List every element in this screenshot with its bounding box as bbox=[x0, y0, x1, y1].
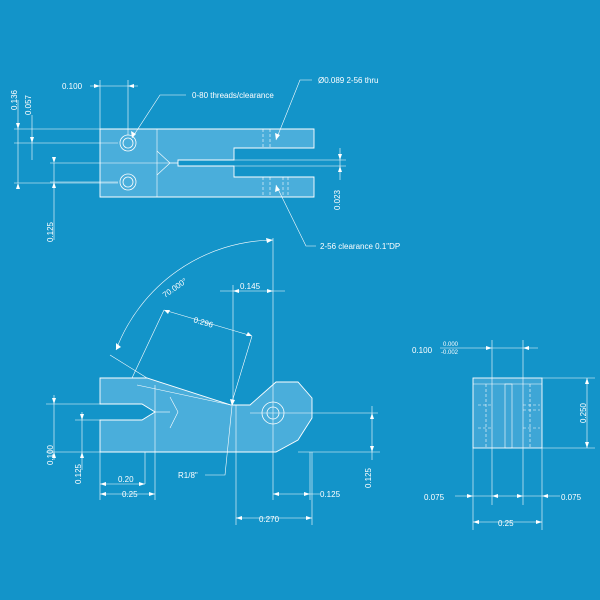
arrow bbox=[139, 482, 145, 486]
angle-arc bbox=[115, 239, 274, 351]
arrow bbox=[52, 182, 56, 188]
arrow bbox=[467, 494, 473, 498]
dimension-label: 0.100 bbox=[62, 82, 83, 91]
top-view-edge bbox=[156, 150, 171, 164]
dimension-label: 0.057 bbox=[24, 94, 33, 115]
top-view-part-outline bbox=[99, 128, 315, 198]
leader-line bbox=[131, 94, 186, 139]
front-view-edge bbox=[169, 396, 179, 413]
arrow bbox=[233, 289, 239, 293]
dimension-label: 0.296 bbox=[192, 315, 214, 330]
callout-threads: 0-80 threads/clearance bbox=[192, 91, 274, 100]
dimension-label: 0.125 bbox=[320, 490, 341, 499]
extension-line bbox=[131, 309, 165, 379]
leader-line bbox=[275, 184, 316, 247]
side-view: 0.100 0.000 -0.002 0.250 0.075 0.075 0.2… bbox=[412, 340, 595, 530]
dimension-label: 0.075 bbox=[424, 493, 445, 502]
arrow bbox=[52, 157, 56, 163]
arrow bbox=[542, 494, 548, 498]
dimension-label: 0.145 bbox=[240, 282, 261, 291]
dimension-label: 0.125 bbox=[46, 221, 55, 242]
front-view-part-outline bbox=[99, 377, 313, 453]
leader-line bbox=[205, 405, 233, 476]
arrow bbox=[304, 492, 310, 496]
dimension-label: 0.125 bbox=[364, 467, 373, 488]
arrow bbox=[16, 123, 20, 129]
arrow bbox=[536, 520, 542, 524]
arrow bbox=[370, 446, 374, 452]
dimension-label: 0.136 bbox=[10, 89, 19, 110]
dimension-label: 0.250 bbox=[579, 402, 588, 423]
arrow bbox=[236, 516, 242, 520]
arrow bbox=[275, 185, 280, 192]
arrow bbox=[116, 343, 121, 350]
callout-thru: Ø0.089 2-56 thru bbox=[318, 76, 378, 85]
arrow bbox=[100, 482, 106, 486]
hole bbox=[122, 176, 134, 188]
arrow bbox=[370, 413, 374, 419]
dimension-label: 0.25 bbox=[498, 519, 514, 528]
extension-line bbox=[231, 335, 253, 403]
arrow bbox=[94, 84, 100, 88]
arrow bbox=[52, 452, 56, 458]
arrow bbox=[128, 84, 134, 88]
arrow bbox=[100, 492, 106, 496]
dimension-label: 0.075 bbox=[561, 493, 582, 502]
top-view: 0.136 0.057 0.100 0.125 0.023 0-80 threa… bbox=[10, 76, 400, 251]
arrow bbox=[338, 154, 342, 160]
dimension-label: 0.125 bbox=[74, 463, 83, 484]
arrow bbox=[164, 310, 170, 314]
radius-label: R1/8" bbox=[178, 471, 198, 480]
front-view-edge bbox=[169, 411, 179, 429]
arrow bbox=[486, 346, 492, 350]
side-view-part-outline bbox=[472, 377, 543, 449]
arrow bbox=[246, 332, 252, 336]
arrow bbox=[273, 492, 279, 496]
front-view-edge bbox=[136, 384, 232, 406]
arrow bbox=[267, 289, 273, 293]
dimension-line bbox=[163, 309, 253, 337]
arrow bbox=[492, 494, 498, 498]
arrow bbox=[80, 452, 84, 458]
top-view-edge bbox=[156, 162, 171, 176]
arrow bbox=[517, 494, 523, 498]
dimension-label: 0.25 bbox=[122, 490, 138, 499]
arrow bbox=[30, 137, 34, 143]
arrow bbox=[131, 131, 136, 138]
tolerance-upper: 0.000 bbox=[443, 342, 459, 348]
arrow bbox=[16, 183, 20, 189]
hole bbox=[119, 173, 137, 191]
arrow bbox=[149, 492, 155, 496]
arrow bbox=[80, 414, 84, 420]
arrow bbox=[338, 166, 342, 172]
dimension-label: 0.20 bbox=[118, 475, 134, 484]
arrow bbox=[230, 399, 235, 406]
front-view: 70.000° 0.145 0.296 R1/8" 0.100 0.125 0.… bbox=[46, 238, 380, 525]
dimension-label: 0.023 bbox=[333, 189, 342, 210]
dimension-label: 0.100 bbox=[412, 346, 433, 355]
arrow bbox=[275, 133, 280, 140]
arrow bbox=[585, 442, 589, 448]
arrow bbox=[52, 398, 56, 404]
dimension-label: 0.270 bbox=[259, 515, 280, 524]
callout-clearance: 2-56 clearance 0.1"DP bbox=[320, 242, 400, 251]
arrow bbox=[523, 346, 529, 350]
arrow bbox=[585, 378, 589, 384]
dimension-label: 0.100 bbox=[46, 444, 55, 465]
arrow bbox=[266, 238, 273, 243]
arrow bbox=[473, 520, 479, 524]
angle-extension bbox=[109, 354, 148, 379]
arrow bbox=[306, 516, 312, 520]
hole bbox=[122, 137, 134, 149]
tolerance-lower: -0.002 bbox=[441, 350, 459, 356]
leader-line bbox=[275, 79, 312, 141]
